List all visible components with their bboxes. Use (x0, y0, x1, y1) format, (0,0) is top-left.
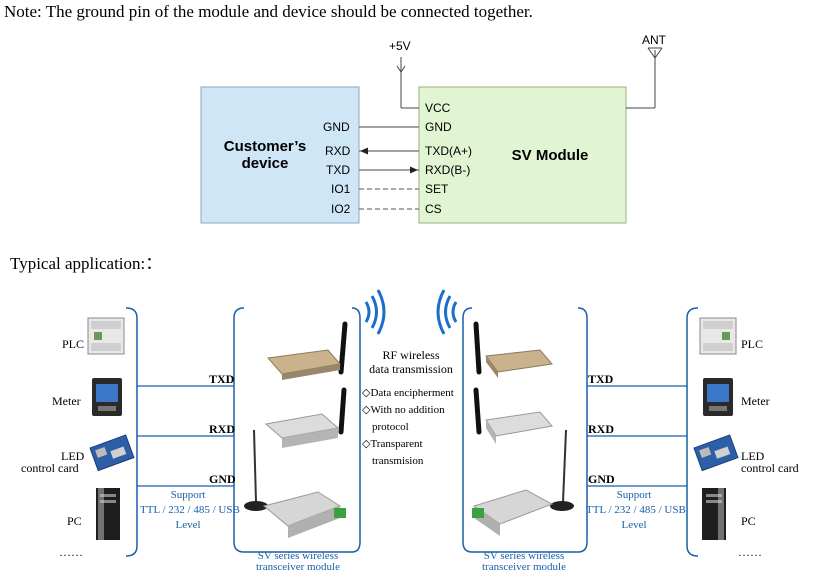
customer-pin-txd: TXD (326, 163, 350, 177)
sv-module-box (418, 86, 627, 224)
pc-icon-right (702, 488, 726, 540)
module-pin-rxd: RXD(B-) (425, 163, 471, 177)
rf-module-medium-icon (264, 387, 347, 448)
plc-label: PLC (62, 337, 85, 351)
led-control-card-icon (89, 434, 135, 472)
right-rxd-label: RXD (588, 422, 614, 436)
left-gnd-label: GND (209, 472, 236, 486)
more-devices-label-right: …… (738, 545, 762, 559)
feature-transparent-cont: transmision (372, 455, 424, 467)
right-device-bracket (686, 307, 699, 557)
rf-module-large-icon-right (472, 429, 574, 536)
pc-icon (96, 488, 120, 540)
meter-icon-right (703, 378, 733, 416)
wireless-signal-left-icon (436, 289, 458, 335)
right-support-note: Support TTL / 232 / 485 / USB Level (586, 489, 686, 531)
left-module-bracket (233, 307, 361, 553)
led-label-right: LED (741, 449, 765, 463)
customer-pin-gnd: GND (323, 120, 350, 134)
left-rxd-label: RXD (209, 422, 235, 436)
control-card-label-right: control card (741, 461, 799, 475)
module-pin-set: SET (425, 182, 449, 196)
right-gnd-label: GND (588, 472, 615, 486)
pc-label: PC (67, 514, 82, 528)
rf-wireless-title: RF wireless data transmission (369, 348, 453, 376)
led-label: LED (61, 449, 85, 463)
meter-label-right: Meter (741, 394, 770, 408)
right-module-bracket (462, 307, 588, 553)
plc-label-right: PLC (741, 337, 764, 351)
application-diagram (87, 289, 739, 557)
feature-no-protocol-cont: protocol (372, 421, 409, 433)
wireless-signal-right-icon (364, 289, 386, 335)
customer-device-title: Customer’s device (223, 138, 307, 172)
module-pin-cs: CS (425, 202, 442, 216)
control-card-label: control card (21, 461, 79, 475)
feature-transparent: ◇Transparent (362, 438, 423, 450)
module-pin-vcc: VCC (425, 101, 451, 115)
arrow-left-icon (360, 147, 368, 155)
pc-label-right: PC (741, 514, 756, 528)
wiring-diagram (200, 47, 663, 224)
customer-pin-io1: IO1 (331, 182, 351, 196)
antenna-label: ANT (642, 33, 666, 47)
rf-module-medium-icon-right (473, 387, 553, 444)
customer-device-box (200, 86, 360, 224)
right-txd-label: TXD (588, 372, 614, 386)
feature-data-encipherment: ◇Data encipherment (362, 387, 454, 399)
meter-label: Meter (52, 394, 81, 408)
left-support-note: Support TTL / 232 / 485 / USB Level (140, 489, 240, 531)
feature-list: ◇Data encipherment ◇With no addition pro… (362, 385, 462, 470)
plc-icon-right (699, 317, 737, 355)
rf-module-large-icon (244, 429, 346, 538)
module-pin-txd: TXD(A+) (425, 144, 473, 158)
vcc-arrow-icon (396, 65, 406, 73)
right-module-caption: SV series wireless transceiver module (482, 550, 566, 573)
feature-no-protocol: ◇With no addition (362, 404, 445, 416)
meter-icon (92, 378, 122, 416)
left-module-caption: SV series wireless transceiver module (256, 550, 340, 573)
left-txd-label: TXD (209, 372, 235, 386)
ground-note: Note: The ground pin of the module and d… (4, 2, 533, 21)
left-device-bracket (125, 307, 138, 557)
plc-icon (87, 317, 125, 355)
more-devices-label: …… (59, 545, 83, 559)
vcc-source-label: +5V (389, 39, 411, 53)
led-control-card-icon-right (693, 434, 739, 472)
rf-module-small-icon (267, 321, 348, 380)
customer-pin-io2: IO2 (331, 202, 351, 216)
antenna-icon (647, 47, 663, 59)
sv-module-title: SV Module (511, 147, 589, 164)
arrow-right-icon (410, 166, 418, 174)
customer-pin-rxd: RXD (325, 144, 351, 158)
typical-application-label: Typical application:： (10, 254, 163, 273)
module-pin-gnd: GND (425, 120, 452, 134)
rf-module-small-icon-right (473, 321, 553, 378)
